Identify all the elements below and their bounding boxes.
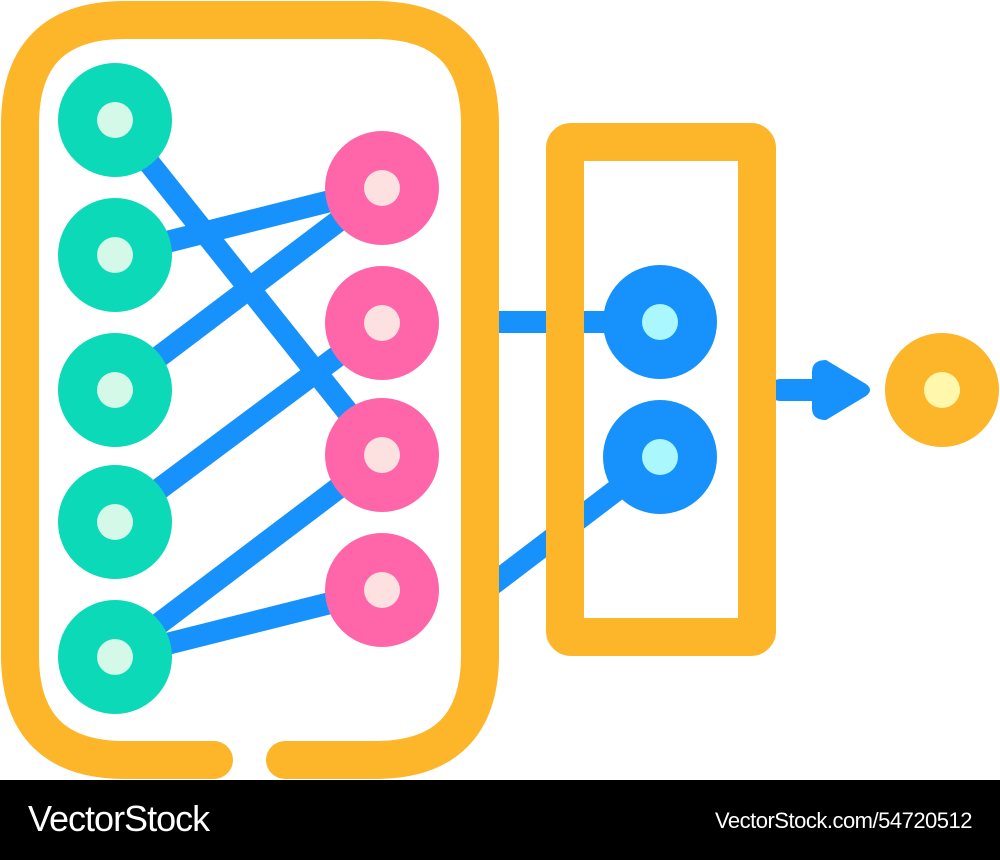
input-nodes <box>58 63 172 714</box>
hidden-node <box>325 533 439 647</box>
brand-logo: VectorStock <box>28 798 210 839</box>
neural-network-icon <box>1 1 999 779</box>
input-node <box>58 333 172 447</box>
input-node <box>58 465 172 579</box>
hidden-node <box>325 131 439 245</box>
hidden-nodes <box>325 131 439 647</box>
aggregation-frame <box>546 123 776 656</box>
input-node <box>58 63 172 177</box>
footer-bar: VectorStock VectorStock.com/54720512 <box>0 780 1000 860</box>
input-layer-frame <box>1 1 499 779</box>
input-node <box>58 198 172 312</box>
neural-network-diagram <box>1 1 999 779</box>
hidden-node <box>325 266 439 380</box>
input-node <box>58 600 172 714</box>
hidden-node <box>325 398 439 512</box>
image-id-label: VectorStock.com/54720512 <box>714 808 973 833</box>
aggregate-node <box>603 400 717 514</box>
output-node <box>885 333 999 447</box>
arrow-right-icon <box>812 360 870 420</box>
aggregate-node <box>603 265 717 379</box>
aggregate-nodes <box>603 265 717 514</box>
